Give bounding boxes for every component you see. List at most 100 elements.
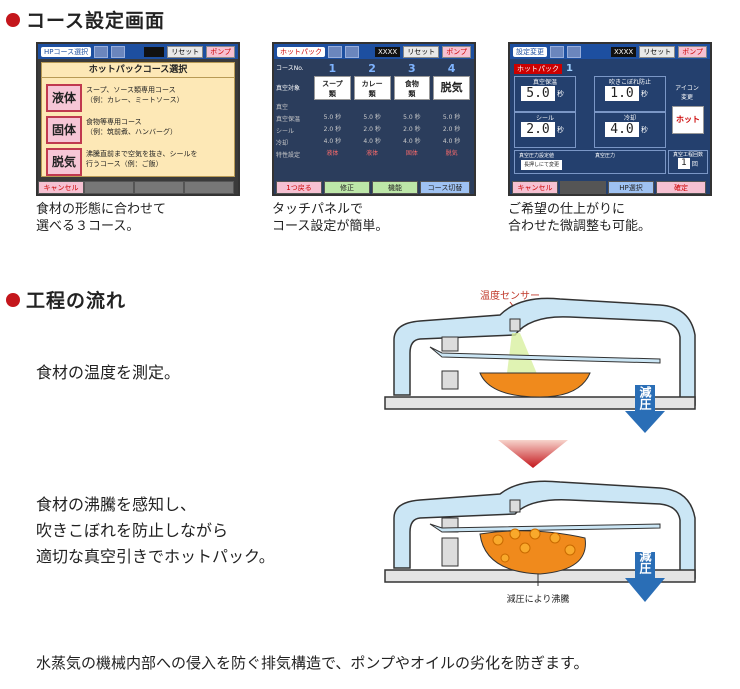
- course-column-1[interactable]: 1 スープ 類 5.0 秒 2.0 秒 4.0 秒 液体: [314, 62, 351, 174]
- section-title-process: 工程の流れ: [6, 286, 126, 313]
- red-bullet-icon: [6, 12, 20, 27]
- function-button[interactable]: 機能: [372, 181, 418, 194]
- decompress-arrow-icon: [625, 385, 665, 433]
- field-overflow-prevent: 吹きこぼれ防止 1.0 秒: [594, 76, 666, 112]
- course-desc: スープ、ソース類専用コース （例：カレー、ミートソース）: [86, 86, 184, 104]
- screen-titlebar: 設定変更 XXXX リセット ポンプ: [510, 44, 710, 59]
- empty-footer-button: [184, 181, 234, 194]
- boil-bubble: [519, 542, 531, 554]
- course-option-liquid[interactable]: 液体 スープ、ソース類専用コース （例：カレー、ミートソース）: [42, 82, 234, 114]
- vacuum-keep-input[interactable]: 5.0: [521, 86, 555, 101]
- course-select-panel: ホットパックコース選択 液体 スープ、ソース類専用コース （例：カレー、ミートソ…: [41, 62, 235, 177]
- vacuum-count-panel: 真空工程回数 1 回: [668, 150, 708, 174]
- cancel-button[interactable]: キャンセル: [512, 181, 558, 194]
- course-option-solid[interactable]: 固体 食物等専用コース （例：筑前煮、ハンバーグ）: [42, 114, 234, 146]
- nozzle-holder: [441, 370, 459, 390]
- hotpack-tag: ホットパック: [514, 63, 562, 74]
- nozzle: [429, 523, 661, 533]
- cancel-button[interactable]: キャンセル: [38, 181, 84, 194]
- boil-bubble: [564, 544, 576, 556]
- screen-title-tag: 設定変更: [513, 46, 547, 57]
- reset-button[interactable]: リセット: [167, 45, 204, 58]
- row-label: 真空対象: [276, 85, 301, 92]
- screen-titlebar: ホットパック XXXX リセット ポンプ: [274, 44, 474, 59]
- course-name-button[interactable]: 食物 類: [393, 76, 431, 100]
- course-select-heading: ホットパックコース選択: [42, 63, 234, 78]
- screen-title-tag: ホットパック: [277, 46, 325, 57]
- pump-button[interactable]: ポンプ: [206, 45, 235, 58]
- pump-button[interactable]: ポンプ: [442, 45, 471, 58]
- titlebar-slot: [345, 45, 359, 58]
- temp-sensor-icon: [509, 499, 521, 513]
- footer-note: 水蒸気の機械内部への侵入を防ぐ排気構造で、ポンプやオイルの劣化を防ぎます。: [36, 654, 589, 672]
- adjust-settings-screen: 設定変更 XXXX リセット ポンプ ホットパック 1 真空保温 5.0 秒 吹…: [508, 42, 712, 196]
- screen-title-tag: HPコース選択: [41, 46, 92, 57]
- liquid-button[interactable]: 液体: [46, 84, 82, 112]
- screen-titlebar: HPコース選択 リセット ポンプ: [38, 44, 238, 59]
- course-select-screen: HPコース選択 リセット ポンプ ホットパックコース選択 液体 スープ、ソース類…: [36, 42, 240, 196]
- counter-display: XXXX: [611, 46, 637, 57]
- nozzle: [429, 346, 661, 364]
- titlebar-slot: [94, 45, 109, 58]
- row-label: シール: [276, 128, 295, 135]
- decompress-label: 減圧: [638, 385, 652, 411]
- decompress-arrow-icon: [625, 552, 665, 602]
- counter-display: XXXX: [375, 46, 401, 57]
- confirm-button[interactable]: 確定: [656, 181, 706, 194]
- seal-input[interactable]: 2.0: [521, 122, 555, 137]
- course-name-button[interactable]: 脱気: [433, 76, 470, 100]
- course-name-button[interactable]: カレー 類: [353, 76, 391, 100]
- reset-button[interactable]: リセット: [403, 45, 440, 58]
- caption-course-select: 食材の形態に合わせて 選べる３コース。: [36, 202, 167, 234]
- hp-select-button[interactable]: HP選択: [608, 181, 654, 194]
- course-desc: 食物等専用コース （例：筑前煮、ハンバーグ）: [86, 118, 177, 136]
- section-title-course: コース設定画面: [6, 6, 165, 33]
- course-columns: 1 スープ 類 5.0 秒 2.0 秒 4.0 秒 液体 2 カレー 類 5.0…: [314, 62, 470, 174]
- boil-bubble: [549, 532, 561, 544]
- icon-select-button[interactable]: ホット: [672, 106, 704, 134]
- titlebar-slot: [550, 45, 564, 58]
- process-step-2-text: 食材の沸騰を感知し、 吹きこぼれを防止しながら 適切な真空引きでホットパック。: [36, 495, 275, 566]
- solid-button[interactable]: 固体: [46, 116, 82, 144]
- course-column-3[interactable]: 3 食物 類 5.0 秒 2.0 秒 4.0 秒 固体: [393, 62, 431, 174]
- degas-button[interactable]: 脱気: [46, 148, 82, 176]
- course-number: 1: [566, 63, 573, 74]
- pump-button[interactable]: ポンプ: [678, 45, 707, 58]
- field-cooling: 冷却 4.0 秒: [594, 112, 666, 148]
- boil-bubble: [509, 528, 521, 540]
- vacuum-pressure-panel: 真空圧力設定値 真空圧力 長押しにて変更: [514, 150, 666, 174]
- row-label: 冷却: [276, 140, 289, 147]
- caption-touch-panel: タッチパネルで コース設定が簡単。: [272, 202, 389, 234]
- row-label: コースNo.: [276, 65, 304, 72]
- food-bag: [479, 372, 591, 398]
- decompress-label: 減圧: [638, 549, 652, 575]
- course-column-4[interactable]: 4 脱気 5.0 秒 2.0 秒 4.0 秒 脱気: [433, 62, 470, 174]
- empty-footer-button: [134, 181, 184, 194]
- course-option-degas[interactable]: 脱気 沸騰直前まで空気を抜き、シールを 行うコース（例：ご飯）: [42, 146, 234, 178]
- titlebar-slot: [111, 45, 126, 58]
- process-diagram-boil: 減圧により沸騰 減圧: [384, 480, 696, 605]
- boil-bubble: [492, 534, 504, 546]
- boil-bubble: [529, 528, 541, 540]
- edit-button[interactable]: 修正: [324, 181, 370, 194]
- empty-footer-button: [84, 181, 134, 194]
- course-column-2[interactable]: 2 カレー 類 5.0 秒 2.0 秒 4.0 秒 液体: [353, 62, 391, 174]
- course-name-button[interactable]: スープ 類: [314, 76, 351, 100]
- titlebar-display: [144, 46, 165, 57]
- row-labels: コースNo. 真空対象 真空 真空保温 シール 冷却 特性設定: [276, 62, 312, 162]
- overflow-prevent-input[interactable]: 1.0: [605, 86, 639, 101]
- back-button[interactable]: 1つ戻る: [276, 181, 322, 194]
- icon-change-label: アイコン 変更: [675, 85, 699, 101]
- empty-footer-button: [560, 181, 606, 194]
- step-arrow-icon: [498, 440, 568, 468]
- vacuum-lid: [393, 297, 696, 406]
- cooling-input[interactable]: 4.0: [605, 122, 639, 137]
- reset-button[interactable]: リセット: [639, 45, 676, 58]
- red-bullet-icon: [6, 292, 20, 307]
- vacuum-count-input[interactable]: 1: [678, 158, 690, 169]
- long-press-change-button[interactable]: 長押しにて変更: [521, 160, 563, 170]
- course-desc: 沸騰直前まで空気を抜き、シールを 行うコース（例：ご飯）: [86, 150, 198, 168]
- row-label: 真空保温: [276, 116, 301, 123]
- course-switch-button[interactable]: コース切替: [420, 181, 470, 194]
- vacuum-lid: [393, 480, 696, 579]
